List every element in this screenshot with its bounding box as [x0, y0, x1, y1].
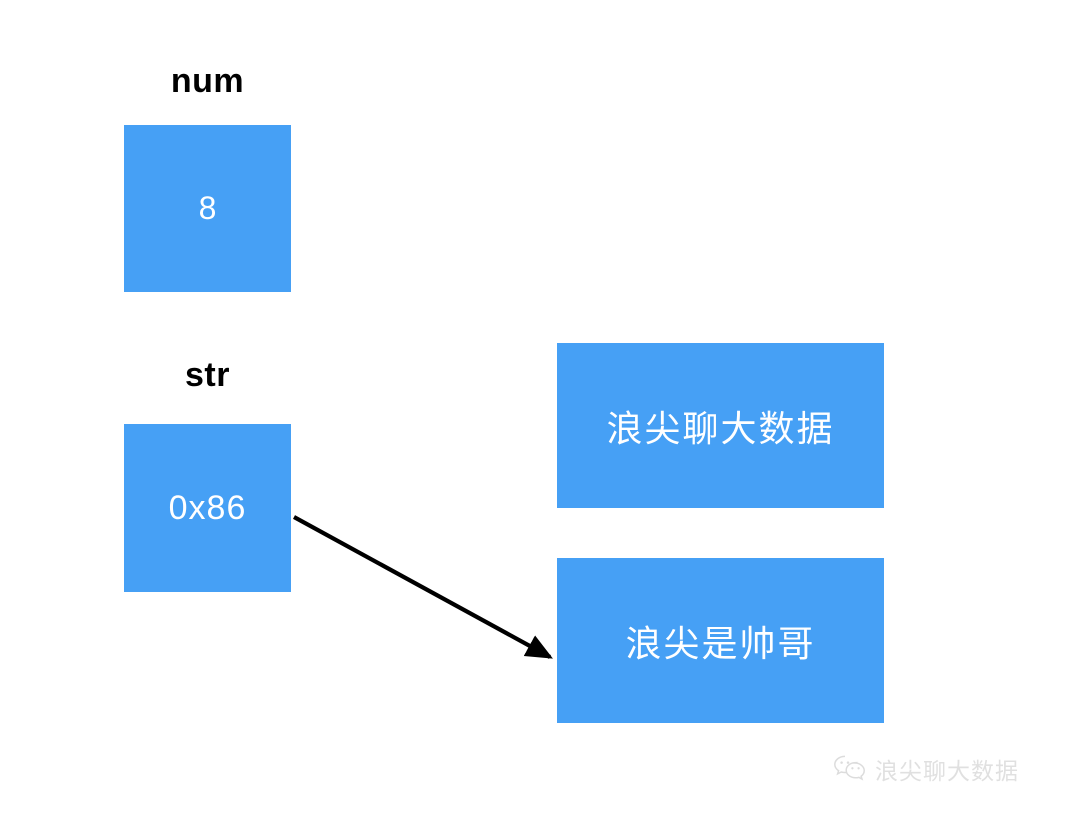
pointer-arrow-icon [292, 515, 553, 659]
heap-object-2-value: 浪尖是帅哥 [625, 622, 816, 664]
wechat-icon [834, 755, 865, 781]
memory-cell-num: 8 [124, 125, 291, 292]
watermark-text: 浪尖聊大数据 [875, 758, 1019, 784]
heap-object-box-1: 浪尖聊大数据 [557, 343, 884, 508]
heap-object-box-2: 浪尖是帅哥 [557, 558, 884, 723]
memory-cell-str-value: 0x86 [168, 488, 247, 527]
variable-label-num: num [170, 62, 245, 100]
watermark: 浪尖聊大数据 [833, 752, 1019, 786]
variable-label-str: str [185, 356, 230, 394]
heap-object-1-value: 浪尖聊大数据 [606, 407, 835, 449]
memory-cell-num-value: 8 [198, 190, 217, 226]
memory-cell-str: 0x86 [124, 424, 291, 592]
